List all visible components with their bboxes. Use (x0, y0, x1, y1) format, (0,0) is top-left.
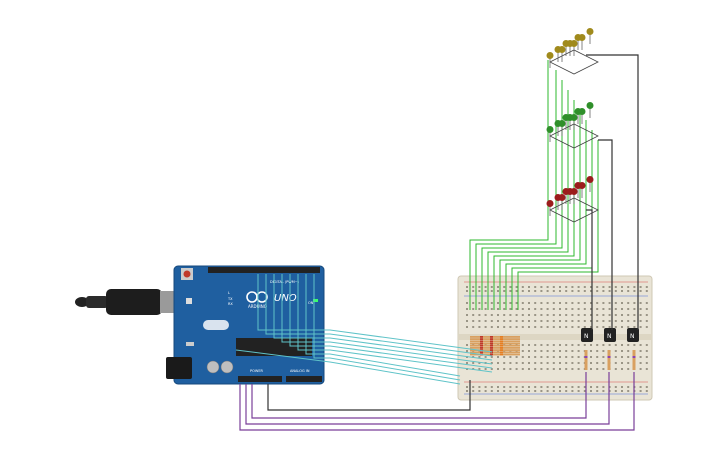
digital-label: DIGITAL (PWM~) (270, 280, 300, 284)
resistor[interactable] (470, 340, 520, 343)
transistor-label: N (584, 333, 589, 340)
usb-cable[interactable] (75, 289, 180, 315)
transistor-1[interactable]: N (581, 328, 593, 342)
led[interactable] (558, 194, 566, 210)
resistor[interactable] (470, 338, 520, 340)
breadboard[interactable] (457, 275, 653, 401)
led[interactable] (558, 46, 566, 62)
green-wires[interactable] (469, 60, 599, 310)
transistor-label: N (607, 333, 612, 340)
led[interactable] (586, 176, 594, 192)
power-header (238, 376, 282, 382)
transistor-label: N (630, 333, 635, 340)
resistor-array (470, 336, 636, 370)
resistor[interactable] (470, 347, 520, 349)
brand-label: ARDUINO (248, 304, 267, 309)
tx-label: TX (227, 297, 233, 301)
resistor[interactable] (470, 344, 520, 347)
power-jack[interactable] (166, 357, 192, 379)
resistor[interactable] (470, 342, 520, 345)
led[interactable] (586, 28, 594, 44)
digital-header (208, 267, 320, 273)
analog-header (286, 376, 322, 382)
on-led (313, 299, 318, 302)
led[interactable] (578, 182, 586, 198)
base-resistor[interactable] (632, 350, 636, 370)
led[interactable] (586, 102, 594, 118)
power-label: POWER (250, 369, 264, 373)
cyan-wires[interactable] (235, 274, 493, 385)
black-wires[interactable] (267, 54, 639, 411)
led[interactable] (546, 126, 554, 142)
led[interactable] (546, 52, 554, 68)
led-layer-middle (546, 102, 599, 149)
led[interactable] (578, 108, 586, 124)
led[interactable] (570, 40, 578, 56)
led[interactable] (570, 114, 578, 130)
led-layer-top (546, 28, 599, 75)
led[interactable] (546, 200, 554, 216)
led[interactable] (570, 188, 578, 204)
resistor[interactable] (470, 336, 520, 338)
led[interactable] (558, 120, 566, 136)
transistor-3[interactable]: N (627, 328, 639, 342)
arduino-board[interactable]: UNO ARDUINO DIGITAL (PWM~) POWER ANALOG … (166, 265, 325, 385)
l-label: L (228, 291, 230, 295)
on-label: ON (308, 301, 314, 305)
led-cube (546, 28, 599, 223)
resistor[interactable] (470, 351, 520, 354)
analog-label: ANALOG IN (290, 369, 310, 373)
arduino-logo (246, 291, 268, 303)
microcontroller-chip (236, 338, 312, 356)
transistor-2[interactable]: N (604, 328, 616, 342)
led[interactable] (578, 34, 586, 50)
led-layer-bottom (546, 176, 599, 223)
base-resistor[interactable] (607, 350, 611, 370)
purple-wires[interactable] (239, 372, 635, 431)
rx-label: RX (228, 302, 233, 306)
model-label: UNO (274, 293, 297, 304)
base-resistor[interactable] (584, 350, 588, 370)
